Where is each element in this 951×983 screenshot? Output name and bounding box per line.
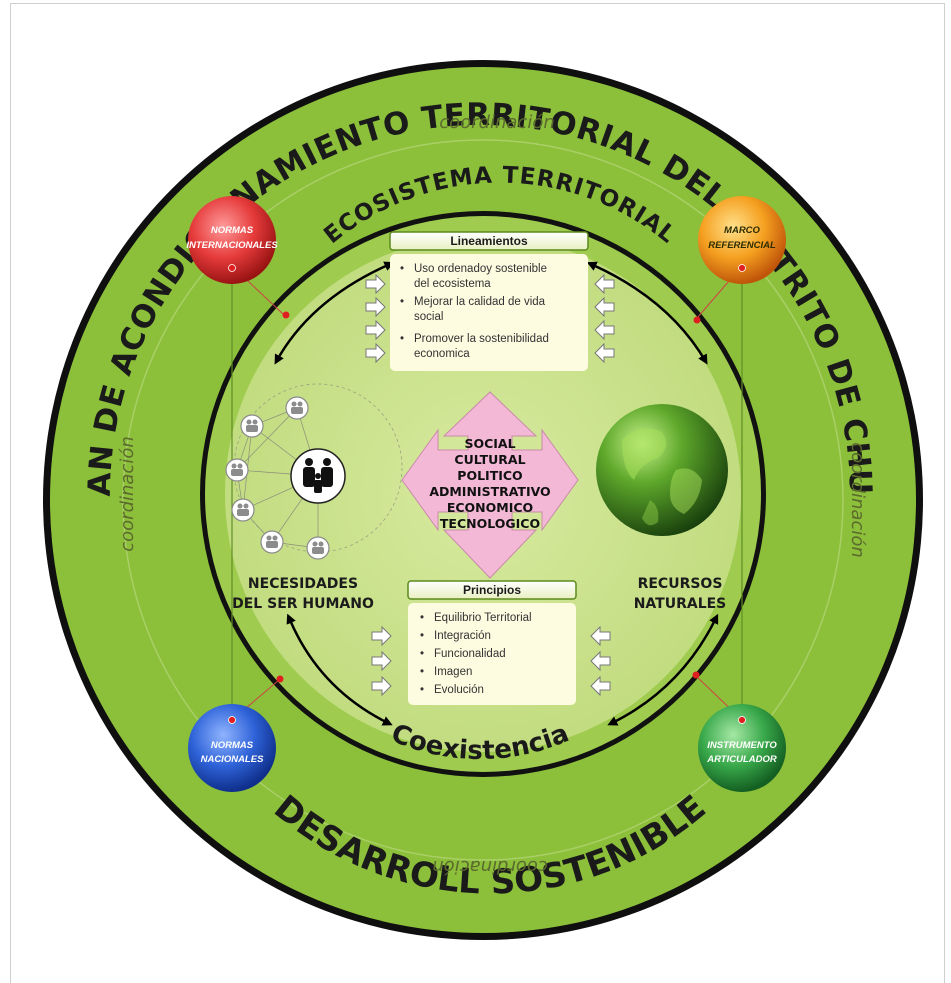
node-bl-line1: NORMAS (211, 740, 254, 751)
people-network-icon (225, 383, 403, 560)
lineamientos-bullet-1: • (400, 263, 404, 275)
lineamientos-bullet-3: • (400, 333, 404, 345)
hollow-arrow-icon (594, 296, 615, 318)
lineamientos-body (390, 254, 588, 371)
node-instrumento-articulador: INSTRUMENTO ARTICULADOR (698, 704, 786, 792)
principios-bullet-5: • (420, 684, 424, 696)
center-word-1: SOCIAL (464, 436, 515, 451)
principios-item-5: Evolución (434, 684, 484, 696)
hollow-arrow-icon (371, 675, 392, 697)
lineamientos-item-2a: Mejorar la calidad de vida (414, 296, 546, 308)
lineamientos-right-arrows (594, 273, 615, 364)
principios-bullet-1: • (420, 612, 424, 624)
hollow-arrow-icon (371, 625, 392, 647)
hollow-arrow-icon (594, 342, 615, 364)
principios-item-1: Equilibrio Territorial (434, 612, 532, 624)
four-way-arrow (401, 391, 579, 579)
coordinacion-top: coordinación (439, 112, 555, 133)
hollow-arrow-icon (590, 625, 611, 647)
hollow-arrow-icon (365, 273, 386, 295)
center-word-4: ADMINISTRATIVO (429, 484, 550, 499)
principios-body (408, 603, 576, 705)
principios-header-box (407, 580, 577, 600)
hollow-arrow-icon (590, 650, 611, 672)
node-marco-referencial: MARCO REFERENCIAL (698, 196, 786, 284)
principios-right-arrows (590, 625, 611, 697)
node-br-line2: ARTICULADOR (706, 754, 777, 765)
node-tl-line1: NORMAS (211, 225, 254, 236)
lineamientos-item-1b: del ecosistema (414, 278, 491, 290)
lineamientos-item-1a: Uso ordenadoy sostenible (414, 263, 547, 275)
necesidades-line1: NECESIDADES (248, 576, 358, 592)
principios-heading: Principios (463, 583, 521, 597)
hollow-arrow-icon (365, 342, 386, 364)
lineamientos-heading: Lineamientos (450, 234, 528, 248)
lineamientos-left-arrows (365, 273, 386, 364)
br-dot (692, 671, 700, 679)
principios-bullet-2: • (420, 630, 424, 642)
lineamientos-header-box (389, 231, 589, 251)
node-br-line1: INSTRUMENTO (707, 740, 777, 751)
coordination-orbit (122, 139, 844, 861)
globe-icon (596, 404, 728, 536)
center-word-3: POLITICO (457, 468, 522, 483)
node-bl-line2: NACIONALES (201, 754, 264, 765)
node-normas-nacionales: NORMAS NACIONALES (188, 704, 276, 792)
center-word-5: ECONOMICO (447, 500, 533, 515)
node-normas-internacionales: NORMAS INTERNACIONALES (186, 196, 278, 284)
lineamientos-bullet-2: • (400, 296, 404, 308)
tr-dot (693, 316, 701, 324)
arrow-top-left (274, 261, 395, 365)
lineamientos-panel: Lineamientos • Uso ordenadoy sostenible … (389, 231, 589, 371)
center-word-6: TECNOLOGICO (440, 516, 540, 531)
principios-item-3: Funcionalidad (434, 648, 506, 660)
principios-bullet-4: • (420, 666, 424, 678)
principios-item-4: Imagen (434, 666, 472, 678)
coordinacion-bottom: coordinación (432, 856, 548, 877)
hollow-arrow-icon (590, 675, 611, 697)
necesidades-line2: DEL SER HUMANO (232, 596, 374, 612)
coordinacion-left: coordinación (117, 436, 138, 552)
page-frame (10, 3, 945, 983)
hollow-arrow-icon (594, 273, 615, 295)
bl-dot (276, 675, 284, 683)
coordinacion-right: coordinación (847, 442, 868, 558)
recursos-line2: NATURALES (634, 596, 727, 612)
node-tr-line1: MARCO (724, 225, 760, 236)
node-tr-line2: REFERENCIAL (708, 240, 776, 251)
hollow-arrow-icon (365, 319, 386, 341)
lineamientos-item-3b: economica (414, 348, 470, 360)
node-tl-line2: INTERNACIONALES (186, 240, 278, 251)
hollow-arrow-icon (594, 319, 615, 341)
tl-dot (282, 311, 290, 319)
lineamientos-item-2b: social (414, 311, 443, 323)
hollow-arrow-icon (365, 296, 386, 318)
principios-item-2: Integración (434, 630, 491, 642)
arrow-bottom-right (607, 613, 719, 726)
hollow-arrow-icon (371, 650, 392, 672)
principios-bullet-3: • (420, 648, 424, 660)
lineamientos-item-3a: Promover la sostenibilidad (414, 333, 549, 345)
center-word-2: CULTURAL (454, 452, 525, 467)
principios-panel: Principios • Equilibrio Territorial • In… (407, 580, 577, 705)
arrow-top-right (586, 261, 708, 365)
arrow-bottom-left (286, 613, 393, 726)
recursos-line1: RECURSOS (638, 576, 723, 592)
principios-left-arrows (371, 625, 392, 697)
